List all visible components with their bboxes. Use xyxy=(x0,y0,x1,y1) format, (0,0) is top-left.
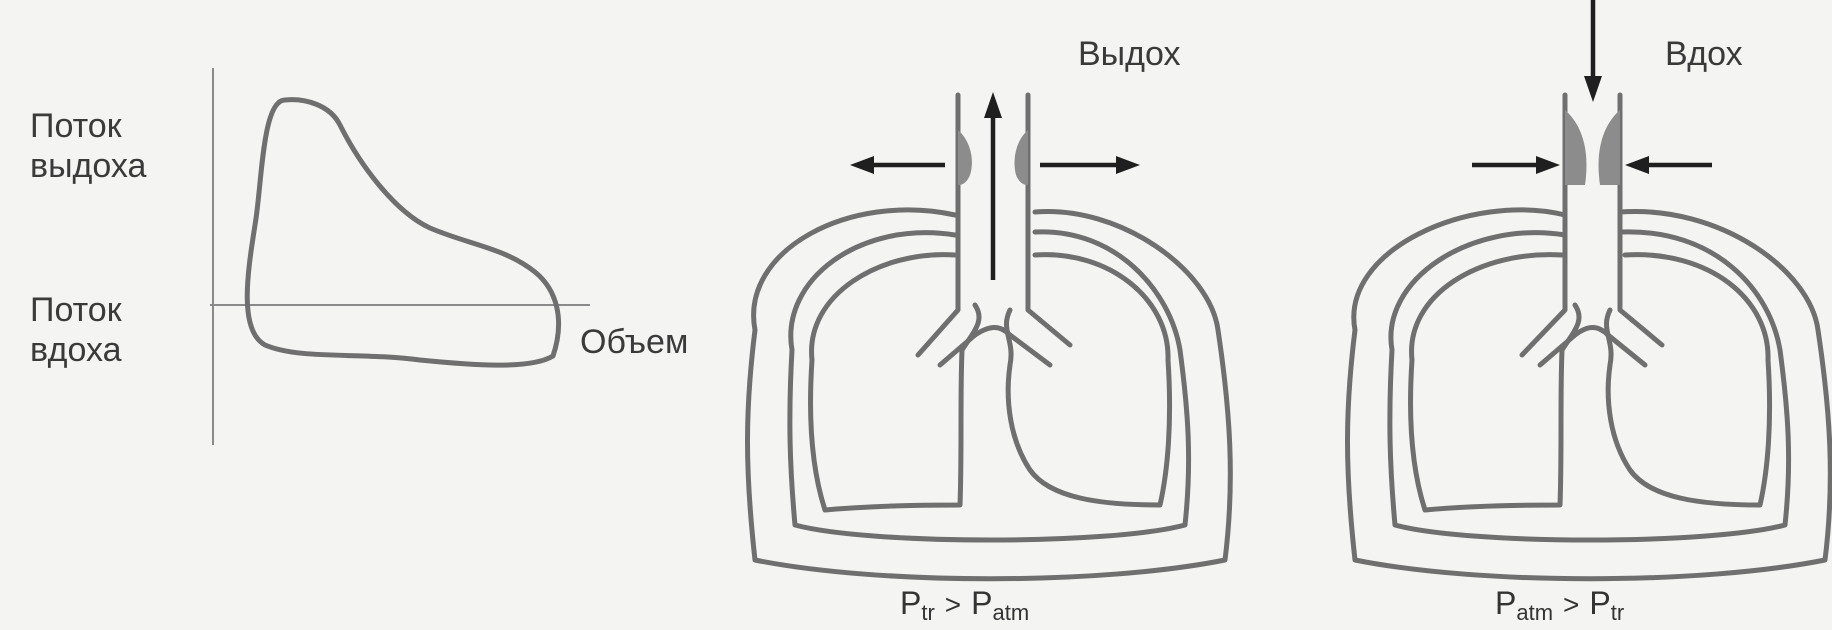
inward-arrowhead-left xyxy=(1536,156,1560,174)
chest-wall-outer xyxy=(1348,210,1831,579)
pressure-right-symbol: P xyxy=(1589,585,1610,621)
right-lung xyxy=(1606,255,1769,505)
pressure-left-symbol: P xyxy=(1495,585,1516,621)
inspiration-pressure: Patm > Ptr xyxy=(1495,585,1624,626)
carina xyxy=(1540,328,1645,366)
inspiration-title: Вдох xyxy=(1665,34,1743,74)
airflow-down-arrowhead xyxy=(1584,76,1602,102)
pressure-operator: > xyxy=(1563,589,1579,620)
left-lung xyxy=(1411,255,1580,510)
airway-narrowing-left xyxy=(1565,110,1586,185)
inward-arrowhead-right xyxy=(1625,156,1649,174)
trachea-right-wall xyxy=(1620,95,1662,345)
pressure-left-sub: atm xyxy=(1516,600,1553,625)
pressure-right-sub: tr xyxy=(1611,600,1624,625)
chest-wall-inner xyxy=(1390,232,1789,540)
trachea-left-wall xyxy=(1522,95,1565,355)
airway-narrowing-right xyxy=(1599,110,1620,185)
